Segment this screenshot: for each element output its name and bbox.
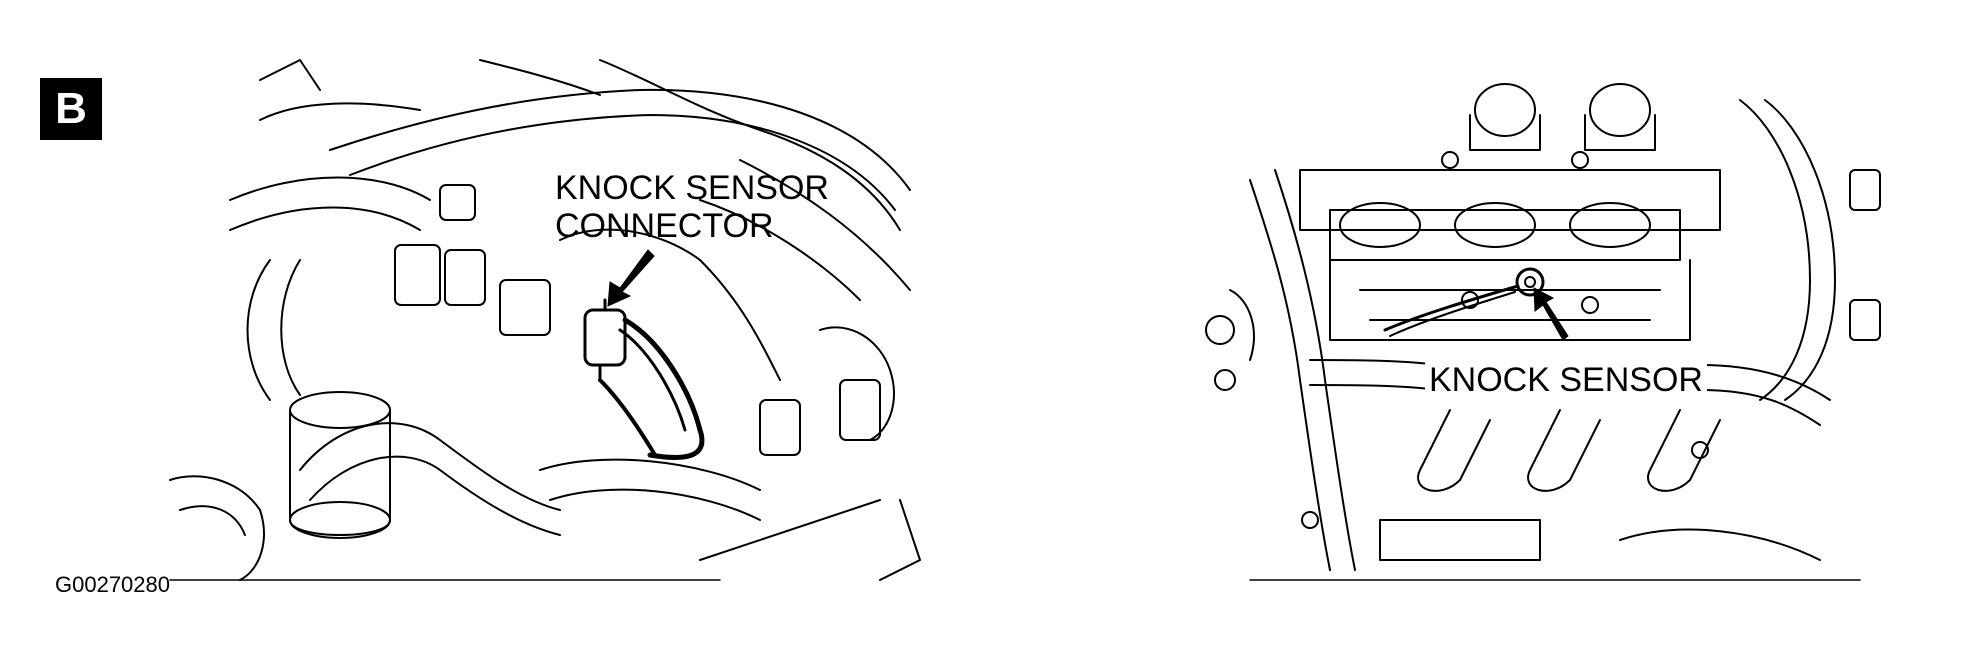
knock-sensor-connector-callout-line1: KNOCK SENSOR [555, 169, 829, 207]
figure-id: G00270280 [55, 572, 170, 597]
section-badge: B [40, 78, 102, 140]
section-badge-label: B [55, 84, 87, 133]
knock-sensor-connector-callout-line2: CONNECTOR [555, 207, 774, 245]
knock-sensor-callout: KNOCK SENSOR [1425, 362, 1707, 398]
